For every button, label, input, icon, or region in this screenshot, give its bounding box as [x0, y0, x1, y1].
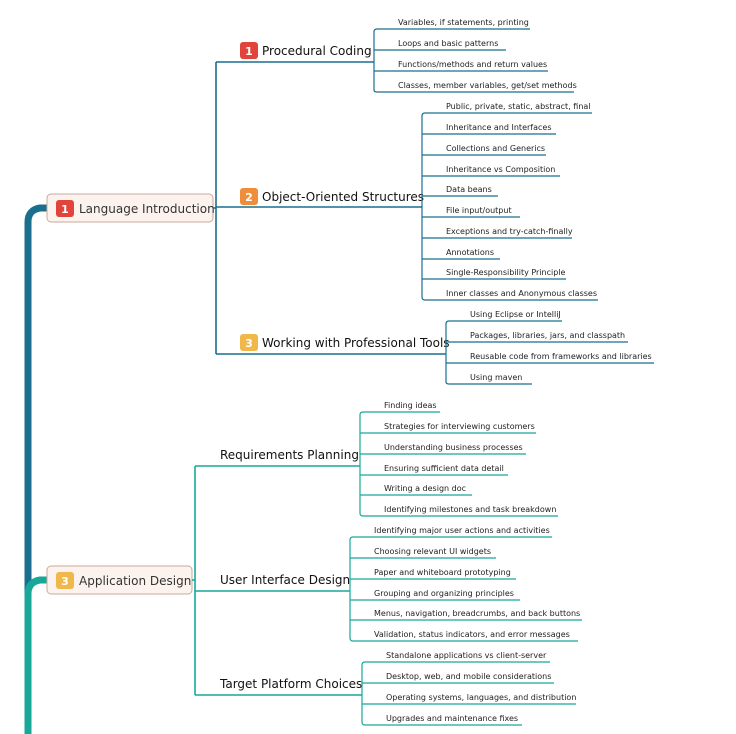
leaf-item[interactable]: File input/output — [446, 206, 512, 215]
leaf-item[interactable]: Writing a design doc — [384, 484, 466, 493]
leaf-item[interactable]: Single-Responsibility Principle — [446, 268, 566, 277]
leaves-professional-tools — [445, 320, 654, 385]
subtopic-procedural-coding[interactable]: 1 Procedural Coding — [238, 42, 374, 63]
leaf-item[interactable]: Identifying milestones and task breakdow… — [384, 505, 556, 514]
topic-application-design[interactable]: 3 Application Design — [46, 565, 193, 595]
leaf-item[interactable]: Packages, libraries, jars, and classpath — [470, 331, 625, 340]
subtopic-label: Procedural Coding — [262, 44, 372, 58]
subtopic-user-interface-design[interactable]: User Interface Design — [218, 573, 350, 592]
badge — [240, 42, 258, 59]
topic-label: Language Introduction — [79, 202, 215, 216]
leaf-item[interactable]: Menus, navigation, breadcrumbs, and back… — [374, 609, 580, 618]
leaves-object-oriented — [421, 112, 598, 301]
badge-number: 1 — [61, 203, 69, 216]
leaf-item[interactable]: Public, private, static, abstract, final — [446, 102, 591, 111]
leaf-item[interactable]: Functions/methods and return values — [398, 60, 547, 69]
subtopic-professional-tools[interactable]: 3 Working with Professional Tools — [238, 334, 450, 355]
badge — [56, 572, 74, 589]
badge-number: 3 — [61, 575, 69, 588]
leaf-item[interactable]: Reusable code from frameworks and librar… — [470, 352, 652, 361]
trunk-blue — [24, 204, 47, 734]
connectors-topic-2 — [192, 465, 218, 696]
leaf-item[interactable]: Inheritance and Interfaces — [446, 123, 551, 132]
leaf-item[interactable]: Collections and Generics — [446, 144, 545, 153]
topic-language-introduction[interactable]: 1 Language Introduction — [46, 193, 215, 223]
leaf-item[interactable]: Classes, member variables, get/set metho… — [398, 81, 577, 90]
subtopic-requirements-planning[interactable]: Requirements Planning — [218, 448, 360, 467]
subtopic-label: Target Platform Choices — [219, 677, 362, 691]
badge-number: 1 — [245, 45, 253, 58]
leaf-item[interactable]: Inner classes and Anonymous classes — [446, 289, 597, 298]
topic-label: Application Design — [79, 574, 191, 588]
subtopic-label: User Interface Design — [220, 573, 350, 587]
leaf-item[interactable]: Variables, if statements, printing — [398, 18, 529, 27]
leaf-item[interactable]: Using maven — [470, 373, 522, 382]
leaf-item[interactable]: Choosing relevant UI widgets — [374, 547, 491, 556]
leaf-item[interactable]: Paper and whiteboard prototyping — [374, 568, 511, 577]
leaf-item[interactable]: Strategies for interviewing customers — [384, 422, 535, 431]
leaves-user-interface-design — [349, 536, 582, 642]
subtopic-label: Object-Oriented Structures — [262, 190, 424, 204]
connectors-topic-1 — [213, 61, 238, 355]
badge — [56, 200, 74, 217]
leaf-item[interactable]: Identifying major user actions and activ… — [374, 526, 550, 535]
badge-number: 3 — [245, 337, 253, 350]
trunk-teal — [24, 576, 47, 734]
leaf-item[interactable]: Finding ideas — [384, 401, 437, 410]
leaf-item[interactable]: Understanding business processes — [384, 443, 523, 452]
leaf-item[interactable]: Annotations — [446, 248, 494, 257]
leaf-item[interactable]: Standalone applications vs client-server — [386, 651, 547, 660]
leaf-item[interactable]: Operating systems, languages, and distri… — [386, 693, 576, 702]
badge — [240, 188, 258, 205]
leaves-target-platform-choices — [361, 661, 576, 726]
badge — [240, 334, 258, 351]
leaf-item[interactable]: Using Eclipse or IntelliJ — [470, 310, 561, 319]
leaf-item[interactable]: Desktop, web, and mobile considerations — [386, 672, 551, 681]
subtopic-label: Working with Professional Tools — [262, 336, 450, 350]
leaf-item[interactable]: Grouping and organizing principles — [374, 589, 514, 598]
leaf-item[interactable]: Loops and basic patterns — [398, 39, 498, 48]
leaves-procedural-coding — [373, 28, 574, 93]
leaf-item[interactable]: Ensuring sufficient data detail — [384, 464, 504, 473]
leaf-item[interactable]: Exceptions and try-catch-finally — [446, 227, 573, 236]
leaf-item[interactable]: Upgrades and maintenance fixes — [386, 714, 518, 723]
leaf-item[interactable]: Data beans — [446, 185, 492, 194]
subtopic-label: Requirements Planning — [220, 448, 359, 462]
leaf-item[interactable]: Validation, status indicators, and error… — [374, 630, 570, 639]
subtopic-object-oriented-structures[interactable]: 2 Object-Oriented Structures — [238, 188, 424, 208]
badge-number: 2 — [245, 191, 253, 204]
leaves-requirements-planning — [359, 411, 558, 517]
leaf-item[interactable]: Inheritance vs Composition — [446, 165, 555, 174]
subtopic-target-platform-choices[interactable]: Target Platform Choices — [218, 677, 362, 696]
